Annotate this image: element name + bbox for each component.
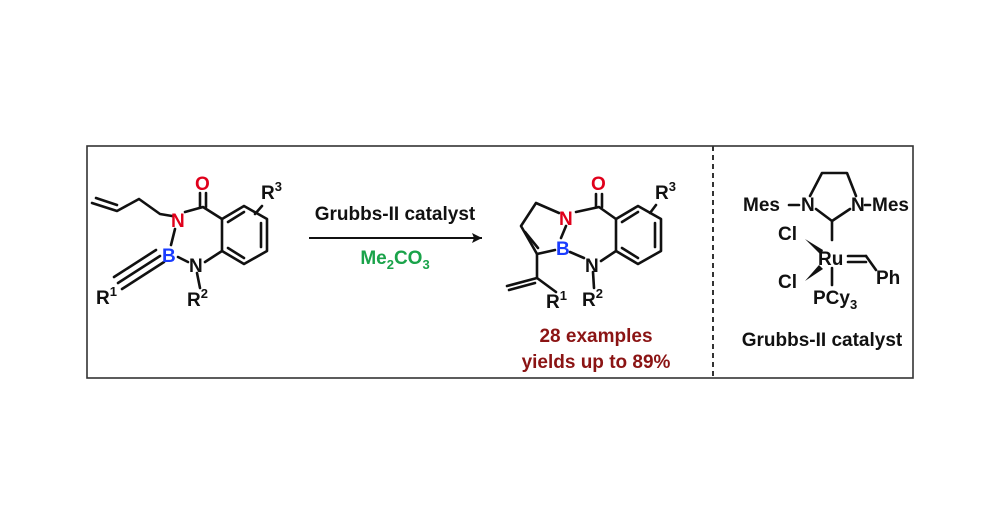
ring-bond-b-n <box>176 255 190 264</box>
ring-bond-top <box>183 205 224 221</box>
product-structure: O N B N R3 R1 R2 28 examples yields up t… <box>505 174 676 373</box>
benzene-inner-c <box>226 246 246 260</box>
reactant-r1: R1 <box>96 284 117 309</box>
product-boron: B <box>556 239 570 260</box>
benzene-ring <box>220 204 269 266</box>
product-n-b-bond <box>559 224 568 240</box>
nhc-ring-back <box>808 171 858 198</box>
nhc-nitrogen-left: N <box>801 195 815 216</box>
catalyst-caption: Grubbs-II catalyst <box>742 330 903 351</box>
product-r1: R1 <box>546 288 567 313</box>
product-n-r2-bond <box>591 270 596 290</box>
alkyne-bond-1 <box>116 254 162 285</box>
benzene-inner-a <box>226 210 246 224</box>
product-r3-bond <box>648 203 658 215</box>
r3-bond <box>253 204 264 216</box>
mes-right-label: Mes <box>872 195 909 216</box>
product-vinyl-bond <box>535 252 558 294</box>
product-benzene-ring <box>614 204 663 266</box>
product-oxygen: O <box>591 174 606 195</box>
cl-bottom-wedge <box>805 265 823 281</box>
allyl-chain-bond <box>90 197 174 218</box>
n-r2-bond <box>195 271 202 290</box>
allyl-double-bond <box>94 196 119 207</box>
mes-left-label: Mes <box>743 195 780 216</box>
product-benzene-inner-a <box>620 210 640 224</box>
reactant-oxygen: O <box>195 174 210 195</box>
alkylidene-ph-bond <box>864 254 878 272</box>
nhc-ring-front <box>814 207 852 223</box>
product-nitrogen-bottom: N <box>585 256 599 277</box>
reactant-r2: R2 <box>187 286 208 311</box>
product-five-ring <box>519 201 561 256</box>
scheme-frame <box>86 145 914 379</box>
ring-bond-n-b <box>169 227 177 247</box>
cl-top-wedge <box>805 239 823 255</box>
reaction-arrow-group: Grubbs-II catalyst Me2CO3 <box>309 204 482 272</box>
solvent-label: Me2CO3 <box>360 248 429 272</box>
reactant-nitrogen-bottom: N <box>189 256 203 277</box>
grubbs-catalyst-structure: Mes N N Mes Cl Ru Ph Cl PCy3 Grubbs-II c… <box>742 171 909 351</box>
reaction-arrow-head <box>472 233 482 243</box>
cl-top-label: Cl <box>778 224 797 245</box>
product-ring-double <box>523 230 540 250</box>
reactant-structure: O N B N R3 R1 R2 <box>90 174 282 311</box>
examples-count: 28 examples <box>539 326 652 347</box>
pcy3-label: PCy3 <box>813 288 857 312</box>
ruthenium-label: Ru <box>818 249 843 270</box>
yield-range: yields up to 89% <box>522 352 671 373</box>
product-benzene-inner-c <box>620 246 640 260</box>
product-vinyl-double-b <box>507 281 537 292</box>
reactant-r3: R3 <box>261 179 282 204</box>
product-ring-fused <box>599 217 618 263</box>
alkyne-bond-3 <box>120 260 166 291</box>
reactant-boron: B <box>162 246 176 267</box>
product-b-n-bond <box>568 250 586 260</box>
product-r2: R2 <box>582 286 603 311</box>
product-r3: R3 <box>655 179 676 204</box>
product-nitrogen-top: N <box>559 209 573 230</box>
phenyl-label: Ph <box>876 268 900 289</box>
alkyne-bond-2 <box>112 248 158 279</box>
product-vinyl-double-a <box>505 276 539 288</box>
reactant-nitrogen-top: N <box>171 211 185 232</box>
product-ring-top <box>574 205 618 221</box>
ring-bond-fused <box>203 217 224 264</box>
cl-bottom-label: Cl <box>778 272 797 293</box>
reagent-catalyst-label: Grubbs-II catalyst <box>315 204 476 225</box>
nhc-nitrogen-right: N <box>851 195 865 216</box>
